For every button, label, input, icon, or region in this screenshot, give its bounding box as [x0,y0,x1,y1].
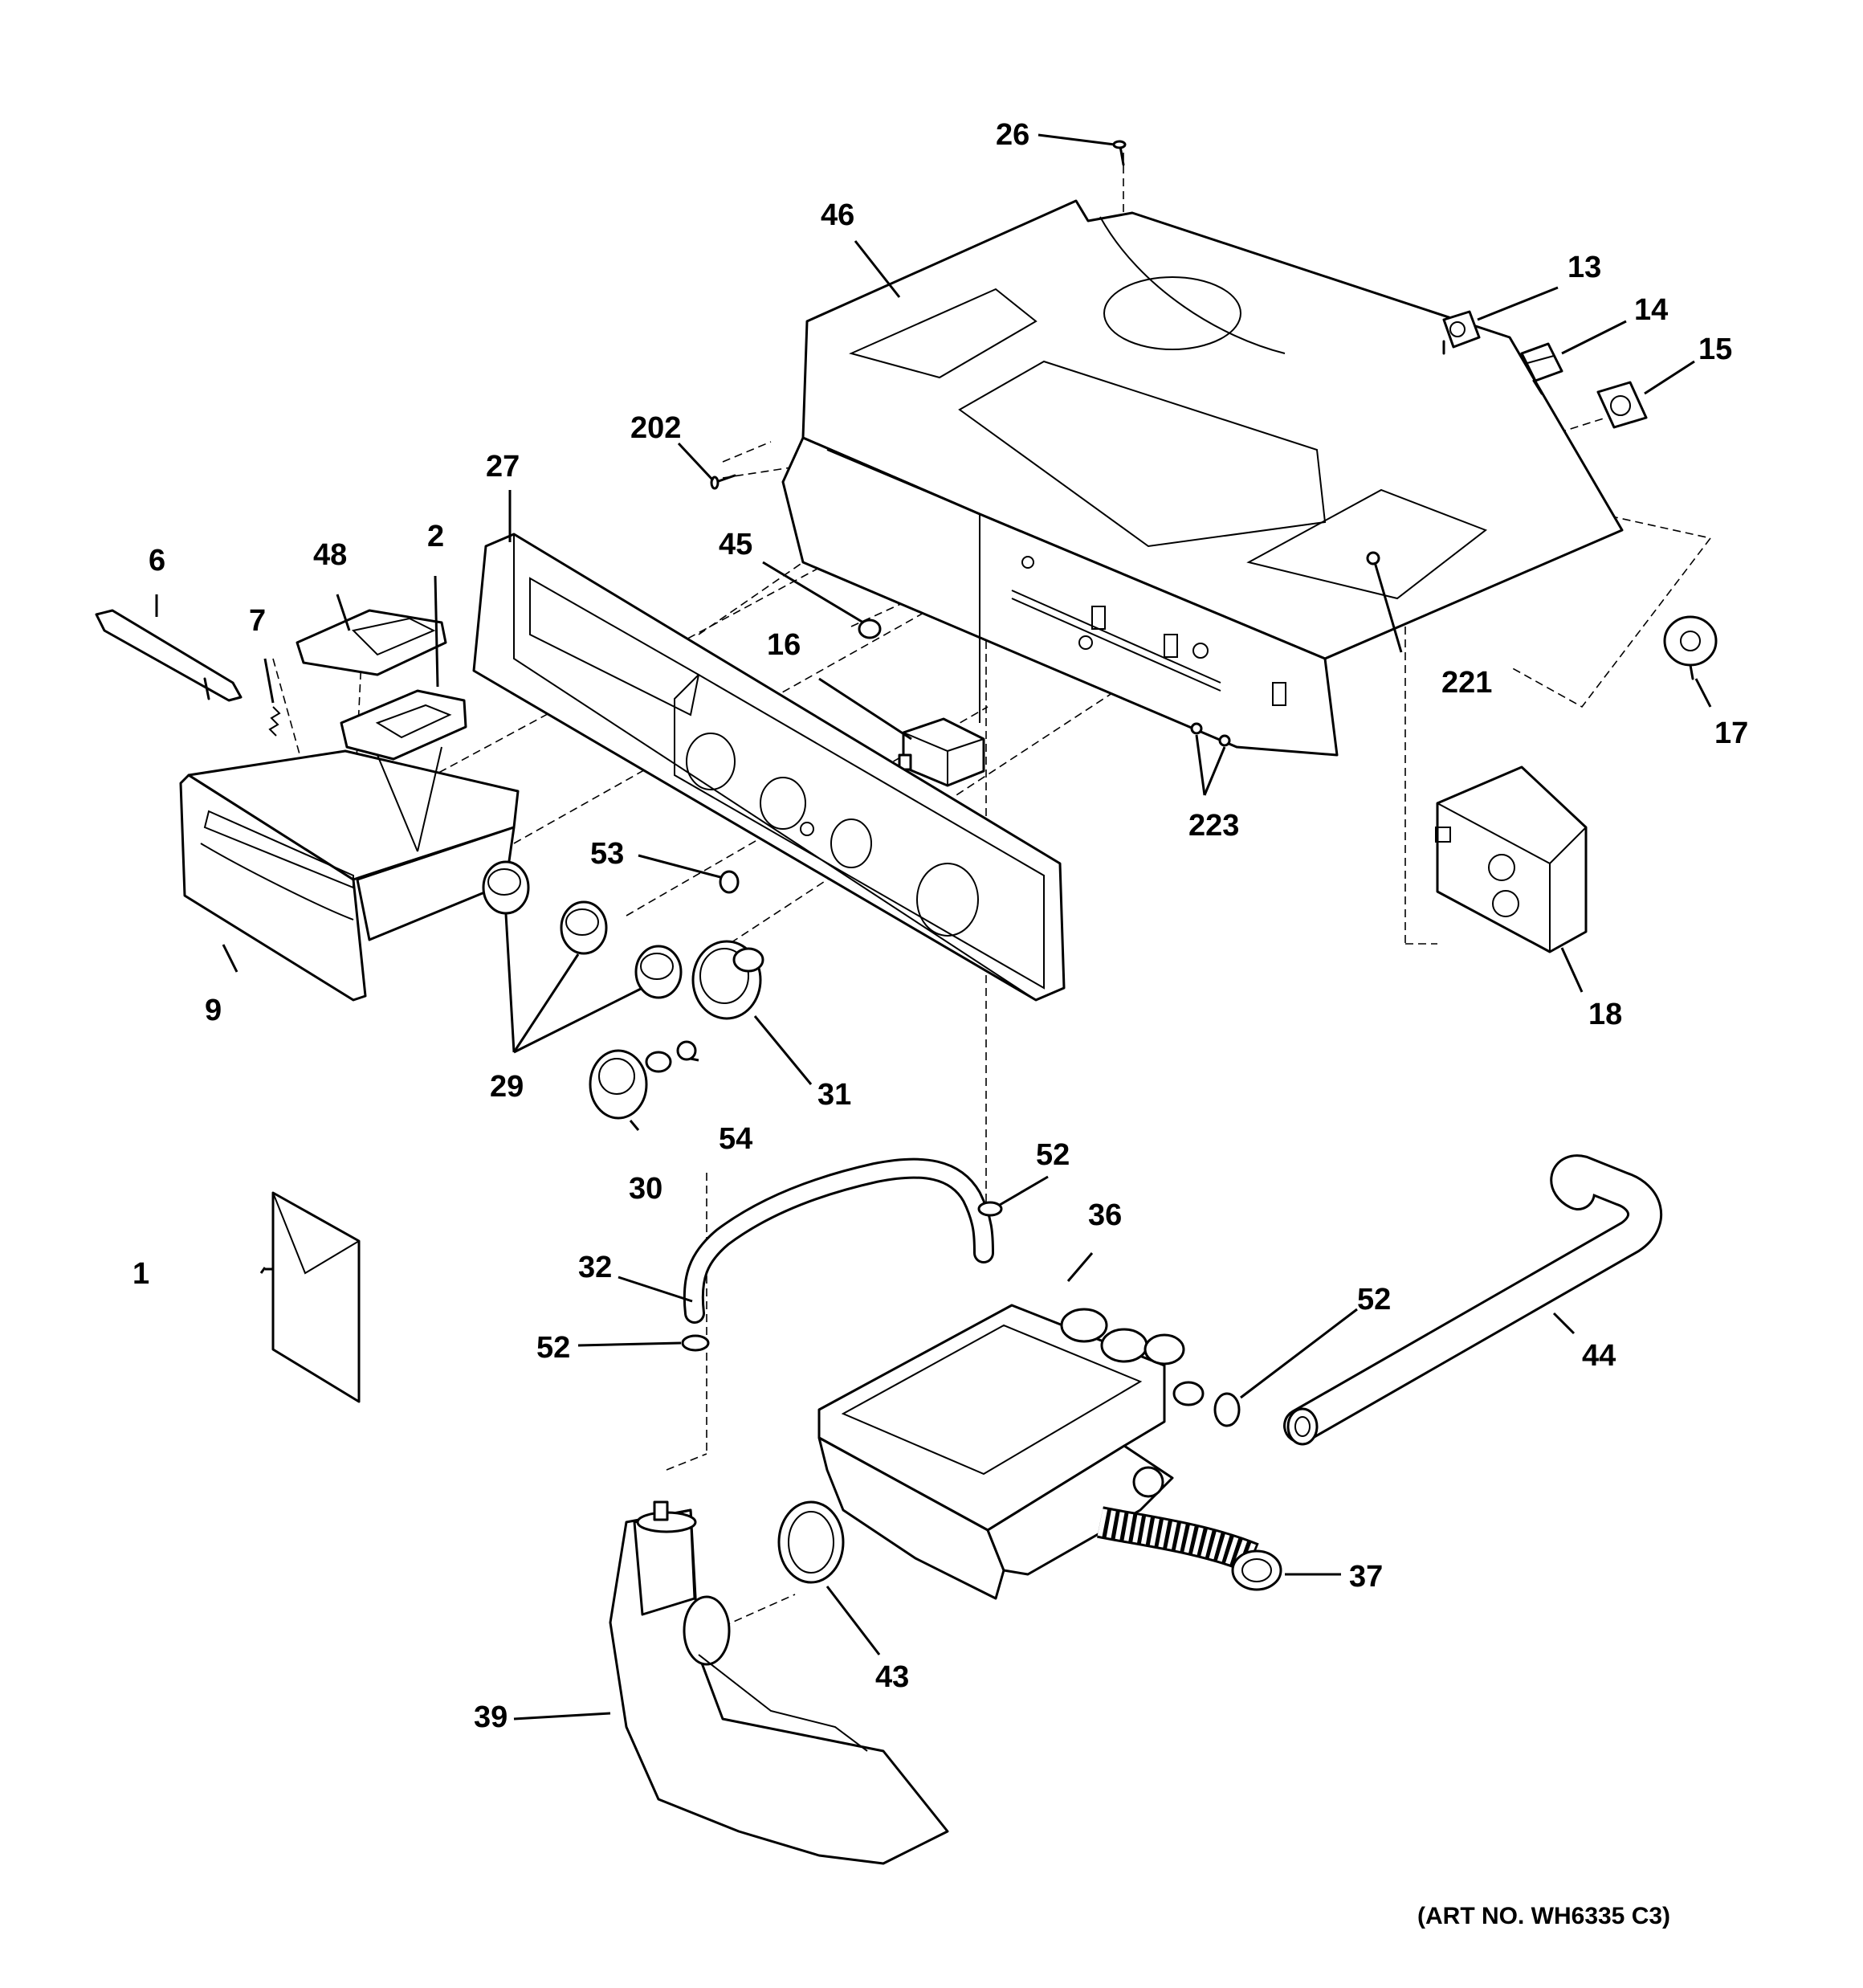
callout-39: 39 [474,1700,508,1734]
callout-18: 18 [1588,998,1622,1031]
callout-1: 1 [132,1257,149,1291]
callout-36: 36 [1088,1198,1122,1232]
callout-14: 14 [1634,293,1668,327]
dispenser-housing-36-part [817,1304,1205,1600]
callout-52-right: 52 [1357,1283,1391,1316]
washer-54-part [676,1040,697,1061]
console-panel-27-part [472,533,1066,1002]
relay-16-part [898,717,985,787]
callout-30: 30 [629,1172,662,1206]
callout-44: 44 [1582,1339,1616,1373]
callout-223: 223 [1188,809,1239,843]
knob-31-part [691,940,764,1020]
callout-15: 15 [1698,333,1732,366]
callout-54: 54 [719,1122,752,1156]
callout-46: 46 [821,198,854,232]
button-53-part [719,870,740,894]
callout-52-left: 52 [536,1331,570,1365]
seal-ring-43-part [777,1500,845,1584]
callout-26: 26 [996,118,1029,152]
callout-2: 2 [427,520,444,553]
callout-43: 43 [875,1660,909,1694]
control-box-18-part [1435,765,1588,953]
callout-7: 7 [249,604,266,638]
callout-53: 53 [590,837,624,871]
valve-solenoids [1060,1308,1205,1406]
knob-30-part [589,1049,672,1120]
frame-slots [1021,556,1286,706]
bracket-6-part [95,609,243,702]
callout-37: 37 [1349,1560,1383,1594]
callout-17: 17 [1714,716,1748,750]
screws-223-part [1190,722,1231,747]
clamps-52-part [681,1201,1241,1427]
drain-hose-44-part [1283,1154,1663,1446]
callout-221: 221 [1441,666,1492,700]
spring-7-part [268,706,281,737]
callout-13: 13 [1567,251,1601,284]
switch-14-part [1520,342,1563,395]
callout-48: 48 [313,538,347,572]
callout-29: 29 [490,1070,524,1104]
top-frame-part [781,199,1624,757]
knobs-29-part [482,860,683,999]
callout-32: 32 [578,1251,612,1284]
pressure-switch-17-part [1663,615,1718,680]
callout-27: 27 [486,450,520,484]
callout-202: 202 [630,411,681,445]
callout-16: 16 [767,628,801,662]
screw-221-part [1366,551,1380,565]
grommet-45-part [858,618,882,639]
callout-31: 31 [817,1078,851,1112]
callout-labels: 26 46 13 14 15 202 27 45 48 2 6 7 16 221… [132,118,1748,1929]
switch-13-part [1442,310,1481,355]
callout-45: 45 [719,528,752,561]
callout-52-top: 52 [1036,1138,1070,1172]
screw-26-part [1112,140,1127,166]
art-number: (ART NO. WH6335 C3) [1417,1903,1670,1929]
duct-39-part [609,1500,949,1865]
cup-2-part [340,689,467,761]
dispenser-drawer-9-part [179,746,520,1002]
switch-15-part [1596,381,1648,429]
corrugated-hose-37-part [1097,1506,1282,1591]
callout-9: 9 [205,994,222,1027]
leader-lines [155,133,1712,1721]
cup-48-part [296,609,447,676]
literature-1-part [271,1191,361,1403]
callout-6: 6 [149,544,165,578]
